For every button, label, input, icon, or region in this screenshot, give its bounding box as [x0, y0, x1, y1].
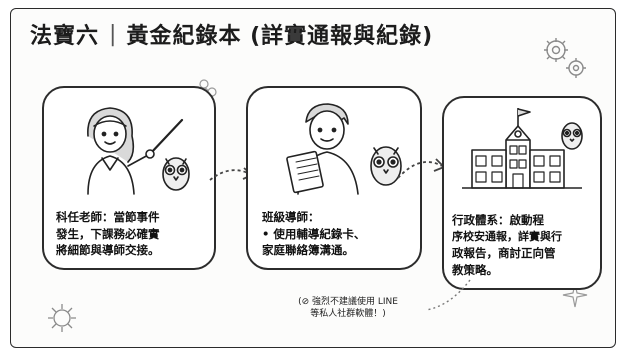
- warning-note: (⊘ 強烈不建議使用 LINE 等私人社群軟體！): [268, 296, 428, 320]
- warning-note-line2: 等私人社群軟體！): [310, 309, 386, 319]
- card-text-line: 教策略。: [452, 262, 498, 277]
- card-text-line: 家庭聯絡簿溝通。: [262, 243, 354, 257]
- card-text-line: • 使用輔導紀錄卡、: [262, 226, 366, 241]
- star-doodle-icon: [48, 304, 76, 332]
- card-administration: 行政體系：啟動程 序校安通報，詳實與行 政報告，商討正向管 教策略。: [442, 96, 602, 290]
- sparkle-doodle-icon: [562, 282, 588, 308]
- warning-note-line1: (⊘ 強烈不建議使用 LINE: [298, 297, 398, 307]
- card-text-line: 政報告，商討正向管: [452, 246, 556, 260]
- teacher-pointer-icon: [87, 107, 190, 195]
- card-subject-teacher: 科任老師：當節事件 發生，下課務必確實 將細節與導師交接。: [42, 86, 216, 270]
- title-separator: |: [109, 21, 117, 47]
- dotted-trail: [425, 279, 471, 311]
- gear-doodle-icon: [544, 38, 586, 78]
- school-building-icon: [462, 108, 583, 189]
- card-text-line: 班級導師：: [262, 210, 320, 224]
- teacher-notebook-icon: [286, 103, 402, 195]
- card-text-line: 序校安通報，詳實與行: [452, 229, 562, 243]
- diagram-title: 法寶六 | 黃金紀錄本 (詳實通報與紀錄): [30, 18, 433, 50]
- card-homeroom-teacher: 班級導師： • 使用輔導紀錄卡、 家庭聯絡簿溝通。: [246, 86, 422, 270]
- card-text-line: 將細節與導師交接。: [56, 243, 160, 257]
- card-text-line: 行政體系：啟動程: [452, 213, 544, 227]
- title-method-number: 法寶六: [30, 24, 100, 49]
- card-text-line: 科任老師：當節事件: [56, 210, 160, 224]
- card-text-line: 發生，下課務必確實: [56, 226, 160, 241]
- title-method-name: 黃金紀錄本 (詳實通報與紀錄): [126, 24, 434, 49]
